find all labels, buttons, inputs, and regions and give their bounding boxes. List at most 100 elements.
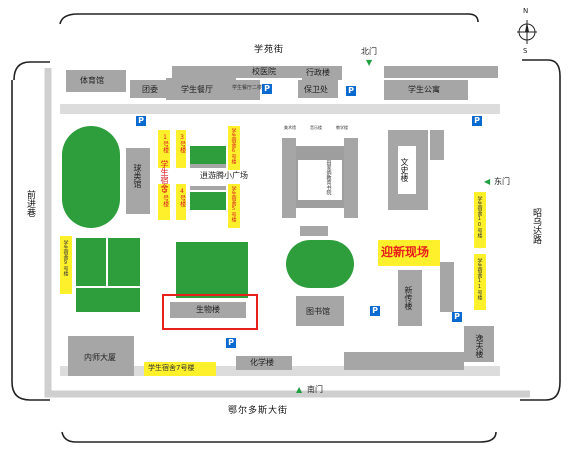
- dorm-4-label: 4号楼: [178, 188, 186, 207]
- building-east-small: [440, 262, 454, 312]
- dorm-11-label: 学生宿舍11号楼: [476, 258, 483, 300]
- building-canteen2: [236, 80, 260, 100]
- building-yifu: [464, 326, 494, 362]
- parking-center-south: P: [370, 306, 380, 316]
- parking-north-2: P: [346, 86, 356, 96]
- dorm-10-label: 学生宿舍10号楼: [476, 196, 483, 238]
- building-biology: [170, 302, 246, 318]
- building-ball-hall: [126, 148, 150, 214]
- building-north-east-top: [384, 66, 498, 78]
- building-hospital-row: [172, 66, 302, 78]
- building-security: [298, 80, 338, 98]
- compass-north-label: N: [523, 7, 529, 15]
- gate-south-arrow-icon: ▲: [296, 385, 303, 394]
- gate-north-arrow-icon: ▼: [366, 58, 373, 67]
- building-new-media-label: 新传楼: [404, 286, 413, 310]
- dorm-3: [176, 130, 186, 168]
- road-south-label: 鄂尔多斯大街: [228, 406, 289, 416]
- building-inner-normal: [68, 336, 134, 376]
- dorm-6-label: 学生宿舍6号楼: [230, 128, 237, 164]
- building-chem: [236, 356, 292, 370]
- dorm-7: [144, 362, 216, 376]
- building-cafeteria-group: [130, 80, 166, 98]
- building-culture-north: [430, 130, 444, 160]
- building-canteen-label: 学生餐厅: [181, 85, 213, 94]
- gate-north-label: 北门: [361, 47, 377, 56]
- road-west-label: 前进巷: [25, 190, 35, 217]
- plaza-green-bottom: [190, 192, 226, 210]
- north-small-1-label: 美术馆: [284, 125, 296, 130]
- building-library-top: [300, 226, 328, 236]
- building-chem-label: 化学楼: [250, 358, 274, 367]
- dorm-10: [474, 192, 486, 248]
- parking-east-top: P: [472, 116, 482, 126]
- dorm-3-label: 3号楼: [178, 134, 186, 153]
- dorm-5-label: 学生宿舍5号楼: [230, 186, 237, 222]
- building-yifu-label: 逸夫楼: [475, 334, 484, 358]
- building-center-left-wing: [282, 138, 296, 218]
- field-sw-2: [108, 238, 140, 286]
- north-small-3-label: 教学楼: [336, 125, 348, 130]
- dorm-4: [176, 184, 186, 220]
- building-biology-label: 生物楼: [196, 305, 220, 314]
- north-small-buildings: 美术馆 音乐楼 教学楼: [284, 124, 364, 136]
- building-student-apt: [384, 80, 468, 100]
- building-cafeteria-group-label: 团委: [142, 85, 158, 94]
- building-culture-court: [398, 146, 416, 194]
- parking-west: P: [136, 116, 146, 126]
- building-se-bottom: [344, 352, 464, 370]
- building-canteen: [166, 78, 236, 100]
- inner-road-north: [60, 104, 500, 114]
- compass-rose-icon: [517, 20, 537, 44]
- compass: N S: [517, 7, 537, 55]
- building-security-label: 保卫处: [304, 85, 328, 94]
- building-hospital-label: 校医院: [252, 67, 276, 76]
- dorm-1-label: 1号楼: [161, 134, 169, 153]
- building-ball-hall-label: 球类馆: [133, 164, 142, 188]
- dorm-block-label: 学生宿舍: [160, 160, 169, 192]
- field-sw-3: [76, 288, 140, 312]
- road-east-label: 昭乌达路: [531, 208, 541, 244]
- green-central-left: [176, 242, 248, 298]
- building-center-right-wing: [344, 138, 358, 218]
- gate-east-label: 东门: [494, 177, 510, 186]
- plaza-bar-bottom: [190, 186, 226, 190]
- dorm-1: [158, 130, 170, 168]
- dorm-11: [474, 254, 486, 310]
- building-student-apt-label: 学生公寓: [408, 85, 440, 94]
- building-new-media: [398, 270, 422, 326]
- sports-field-central: [286, 240, 354, 288]
- building-admin-label: 行政楼: [306, 68, 330, 77]
- road-north-label: 学苑街: [254, 45, 285, 55]
- compass-south-label: S: [523, 47, 528, 55]
- welcome-site: [378, 240, 440, 266]
- plaza-label: 逍游腾小广场: [200, 171, 248, 180]
- parking-north-1: P: [262, 84, 272, 94]
- dorm-7-label: 学生宿舍7号楼: [148, 364, 195, 372]
- building-center-label: 田家炳教育书院: [325, 160, 332, 195]
- dorm-2: [158, 184, 170, 220]
- north-small-2-label: 音乐楼: [310, 125, 322, 130]
- building-inner-normal-label: 内师大厦: [84, 353, 116, 362]
- gate-south-label: 南门: [307, 385, 323, 394]
- building-canteen2-label: 学生餐厅二楼: [232, 85, 263, 91]
- building-gym-label: 体育馆: [80, 76, 104, 85]
- dorm-5: [228, 184, 240, 228]
- welcome-site-label: 迎新现场: [381, 245, 430, 259]
- plaza-green-top: [190, 146, 226, 164]
- dorm-9: [60, 236, 72, 294]
- biology-highlight-box: [162, 294, 258, 330]
- field-sw-1: [76, 238, 106, 286]
- building-culture-label: 文史楼: [400, 158, 409, 182]
- sports-field-track: [62, 126, 120, 228]
- gate-east-arrow-icon: ◀: [484, 177, 491, 186]
- building-library: [296, 296, 344, 326]
- building-gym: [66, 70, 126, 92]
- parking-south: P: [226, 338, 236, 348]
- dorm-6: [228, 126, 240, 170]
- inner-road-south: [60, 366, 500, 376]
- building-admin: [302, 66, 342, 80]
- building-center-court: [298, 160, 342, 200]
- parking-east-bottom: P: [452, 312, 462, 322]
